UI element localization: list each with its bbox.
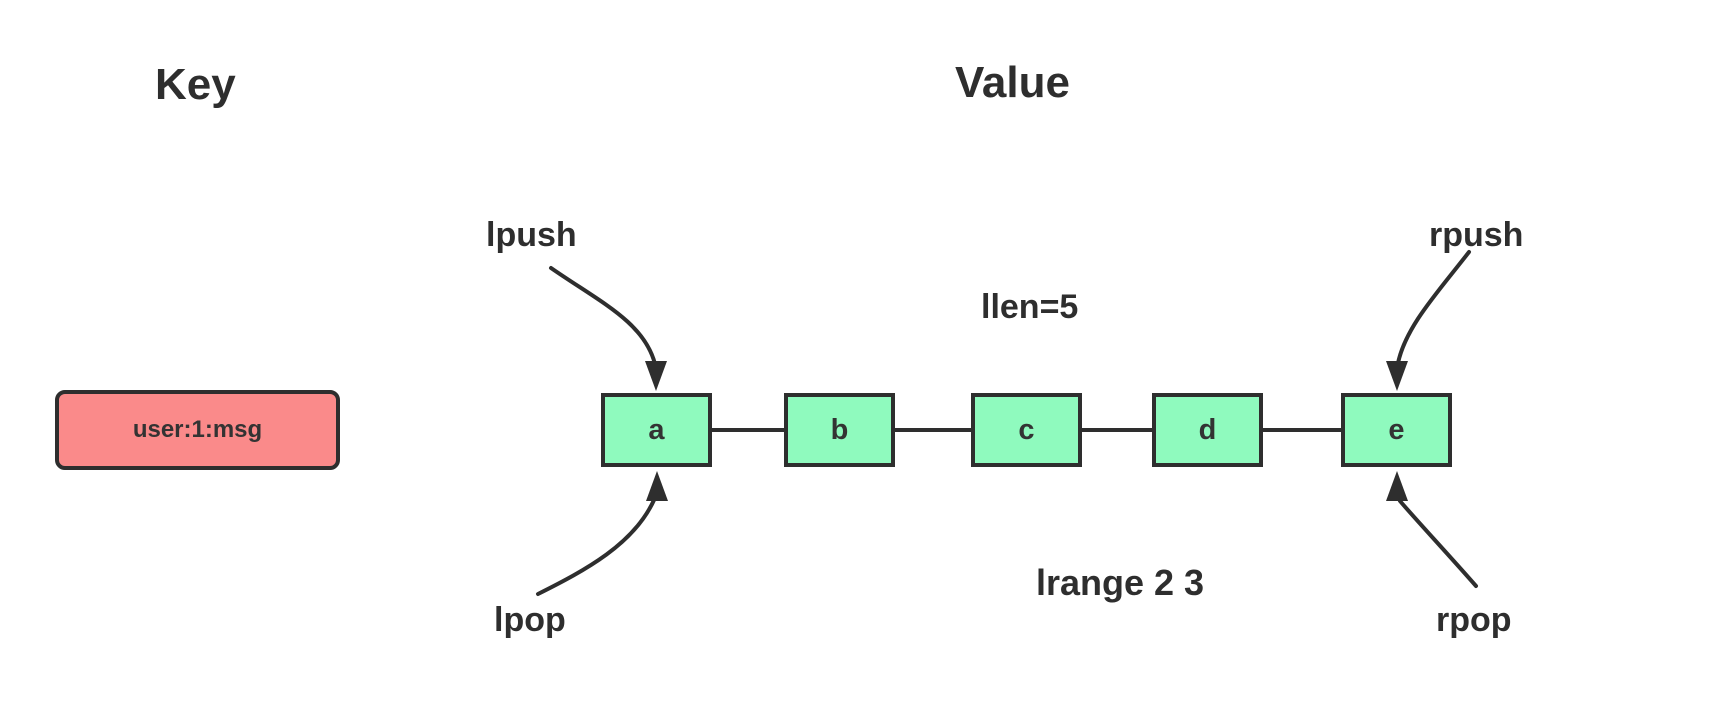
key-heading: Key	[155, 60, 236, 109]
list-node-c: c	[971, 393, 1082, 467]
list-node-label: a	[648, 413, 665, 446]
lpush-arrow	[549, 266, 667, 391]
rpush-arrow	[1386, 250, 1471, 391]
rpop-label: rpop	[1436, 601, 1512, 639]
lpop-arrow	[536, 471, 668, 596]
list-node-label: b	[830, 413, 849, 446]
llen-annotation: llen=5	[981, 288, 1079, 326]
lrange-annotation: lrange 2 3	[1036, 562, 1205, 603]
rpush-label: rpush	[1429, 216, 1524, 254]
lpush-label: lpush	[486, 216, 577, 254]
value-heading: Value	[955, 58, 1070, 107]
lpop-arrowhead-icon	[646, 471, 668, 501]
key-box-label: user:1:msg	[132, 416, 263, 443]
lpush-arrowhead-icon	[645, 361, 667, 391]
list-node-label: c	[1018, 413, 1035, 446]
list-node-d: d	[1152, 393, 1263, 467]
key-box: user:1:msg	[55, 390, 340, 470]
list-node-a: a	[601, 393, 712, 467]
lpop-label: lpop	[494, 601, 566, 639]
list-node-label: d	[1198, 413, 1217, 446]
rpush-arrowhead-icon	[1386, 361, 1408, 391]
rpop-arrow	[1386, 471, 1478, 588]
rpop-arrowhead-icon	[1386, 471, 1408, 501]
list-node-e: e	[1341, 393, 1452, 467]
list-node-b: b	[784, 393, 895, 467]
list-node-label: e	[1388, 413, 1405, 446]
